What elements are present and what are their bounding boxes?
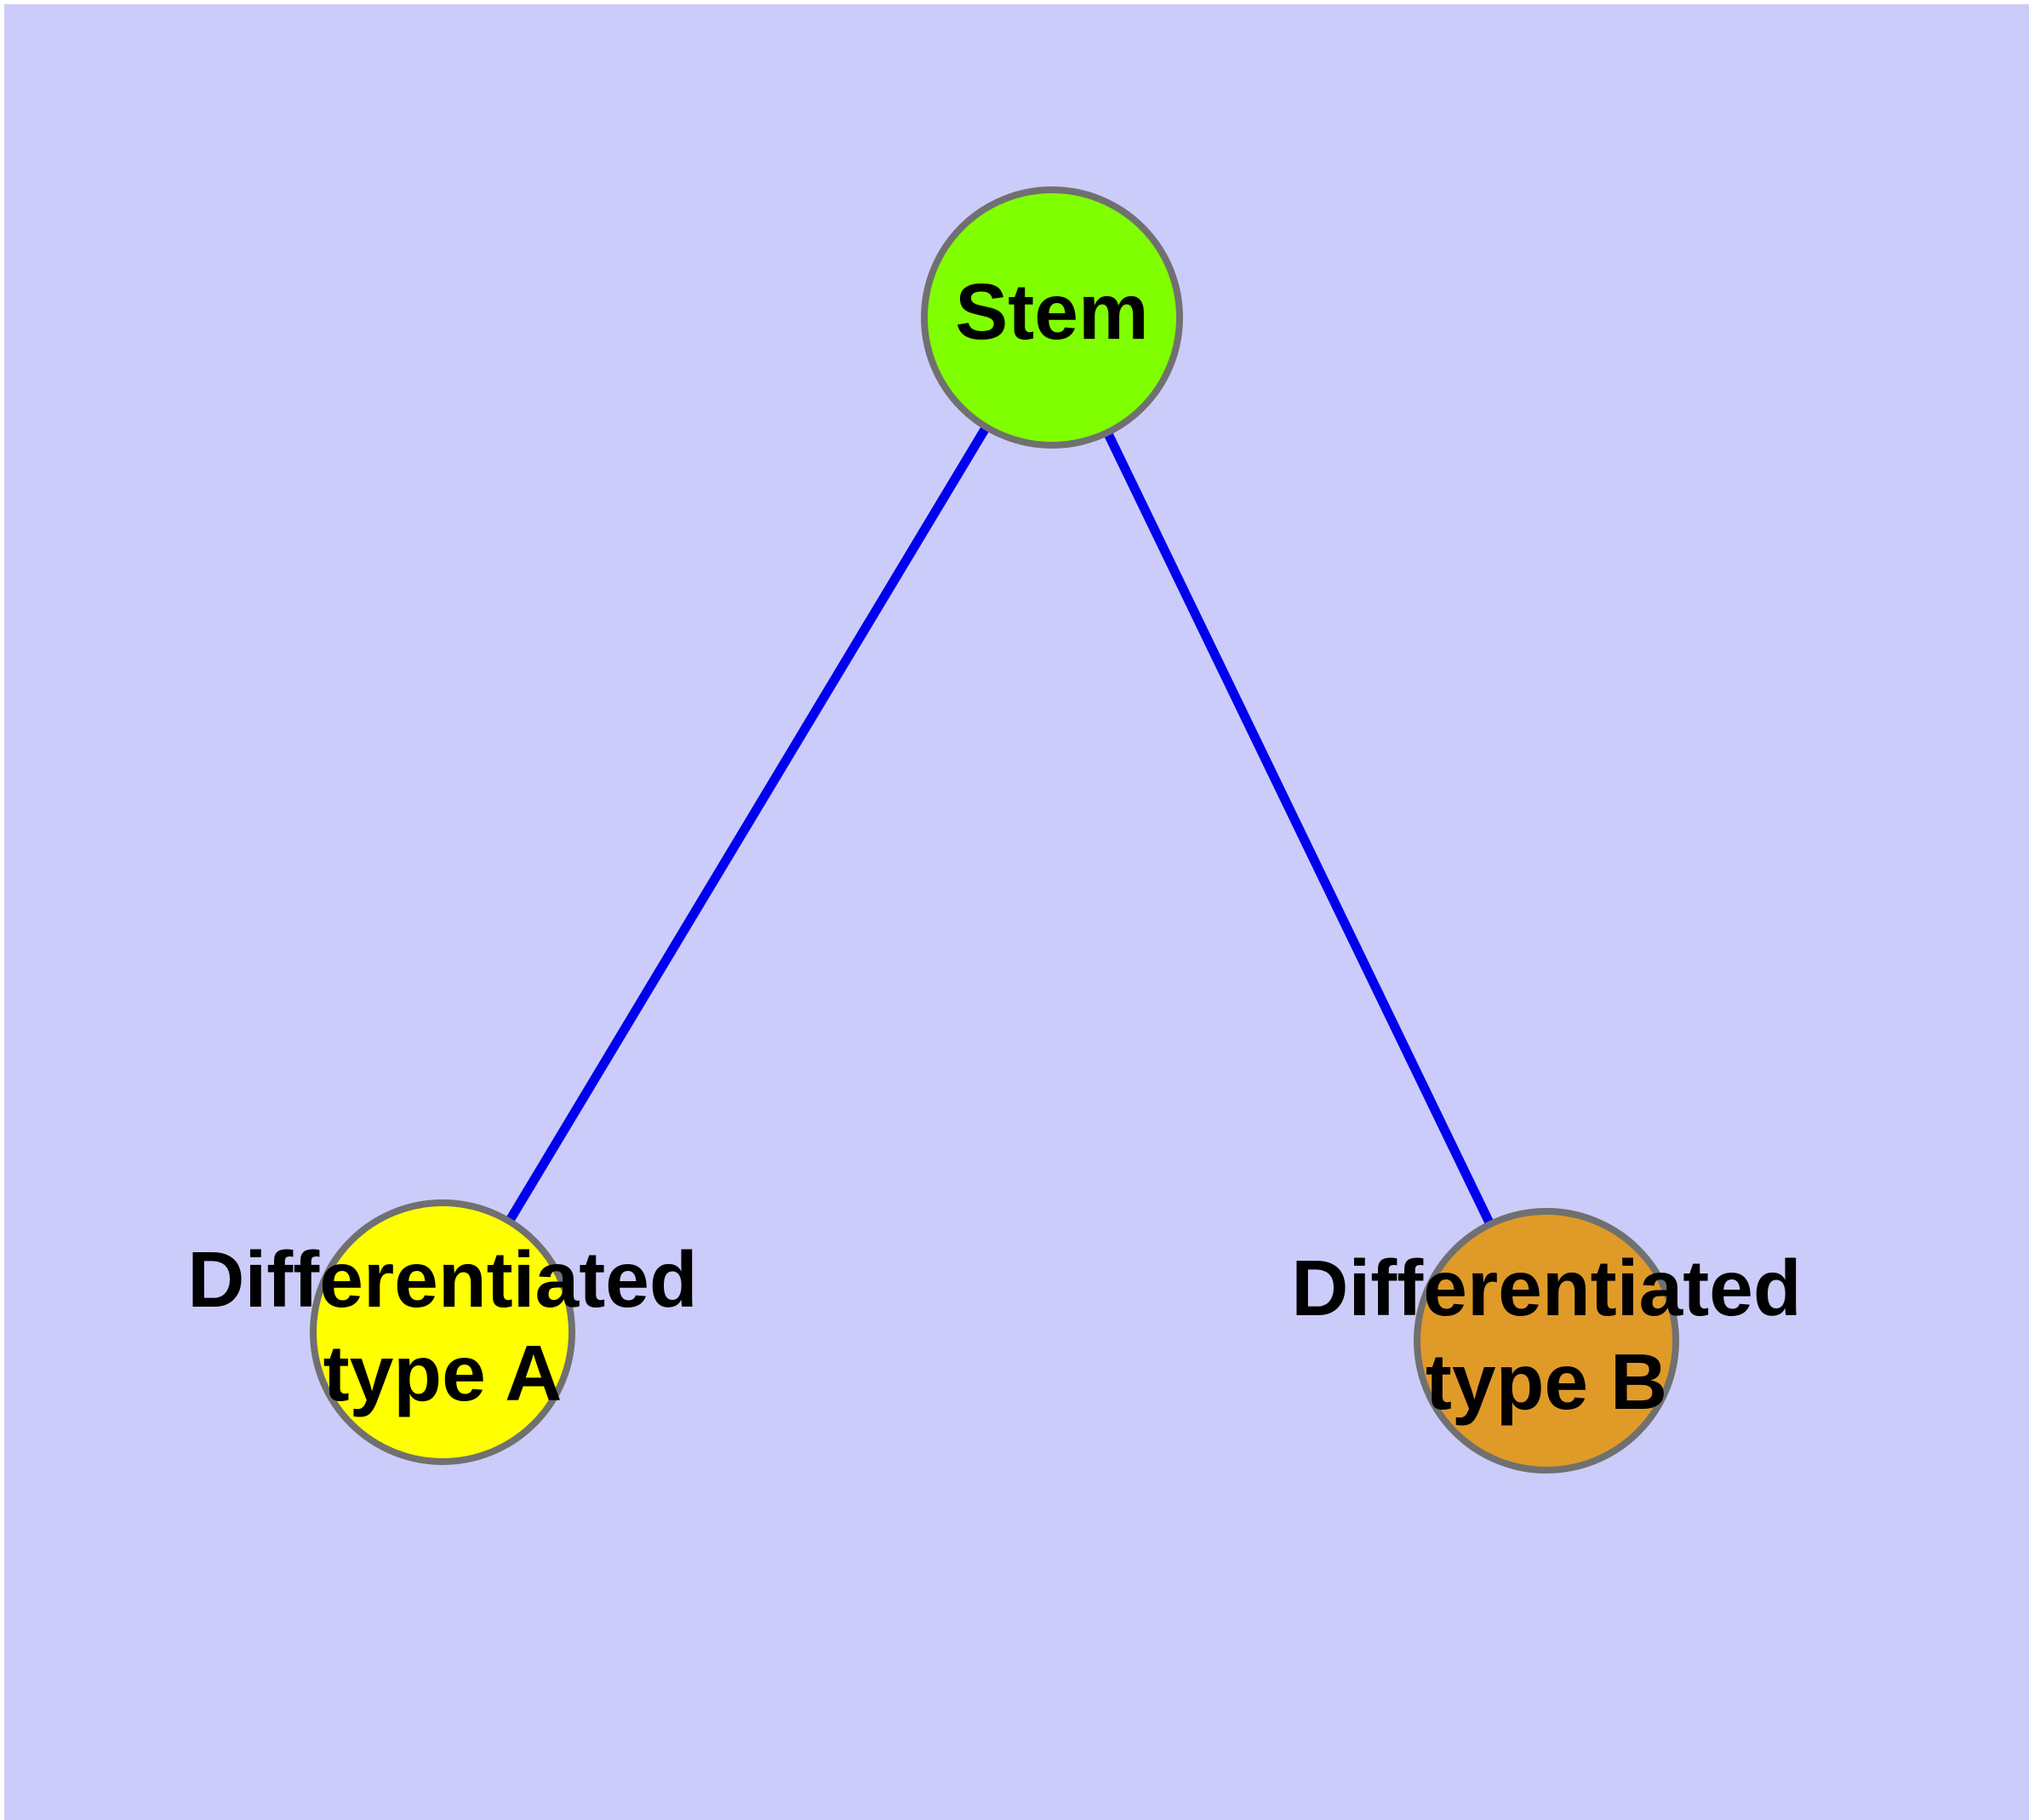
edge-stem-to-differentiated-b xyxy=(1103,430,1495,1227)
node-circle-differentiated-type-b[interactable] xyxy=(1414,1208,1679,1474)
node-differentiated-type-a[interactable] xyxy=(310,1199,575,1465)
node-label-line: Stem xyxy=(955,267,1148,356)
node-circle-differentiated-type-a[interactable] xyxy=(310,1199,575,1465)
node-differentiated-type-b[interactable] xyxy=(1414,1208,1679,1474)
node-label-line: type A xyxy=(323,1328,563,1417)
node-label-line: Differentiated xyxy=(1291,1244,1801,1332)
node-label-stem: Stem xyxy=(955,267,1148,356)
node-circle-stem[interactable] xyxy=(921,186,1183,449)
nodes-group xyxy=(310,186,1679,1474)
edge-stem-to-differentiated-a xyxy=(505,424,991,1224)
node-label-line: type B xyxy=(1426,1336,1667,1425)
edges-group xyxy=(505,424,1495,1227)
node-stem[interactable] xyxy=(921,186,1183,449)
node-label-line: Differentiated xyxy=(187,1235,697,1324)
